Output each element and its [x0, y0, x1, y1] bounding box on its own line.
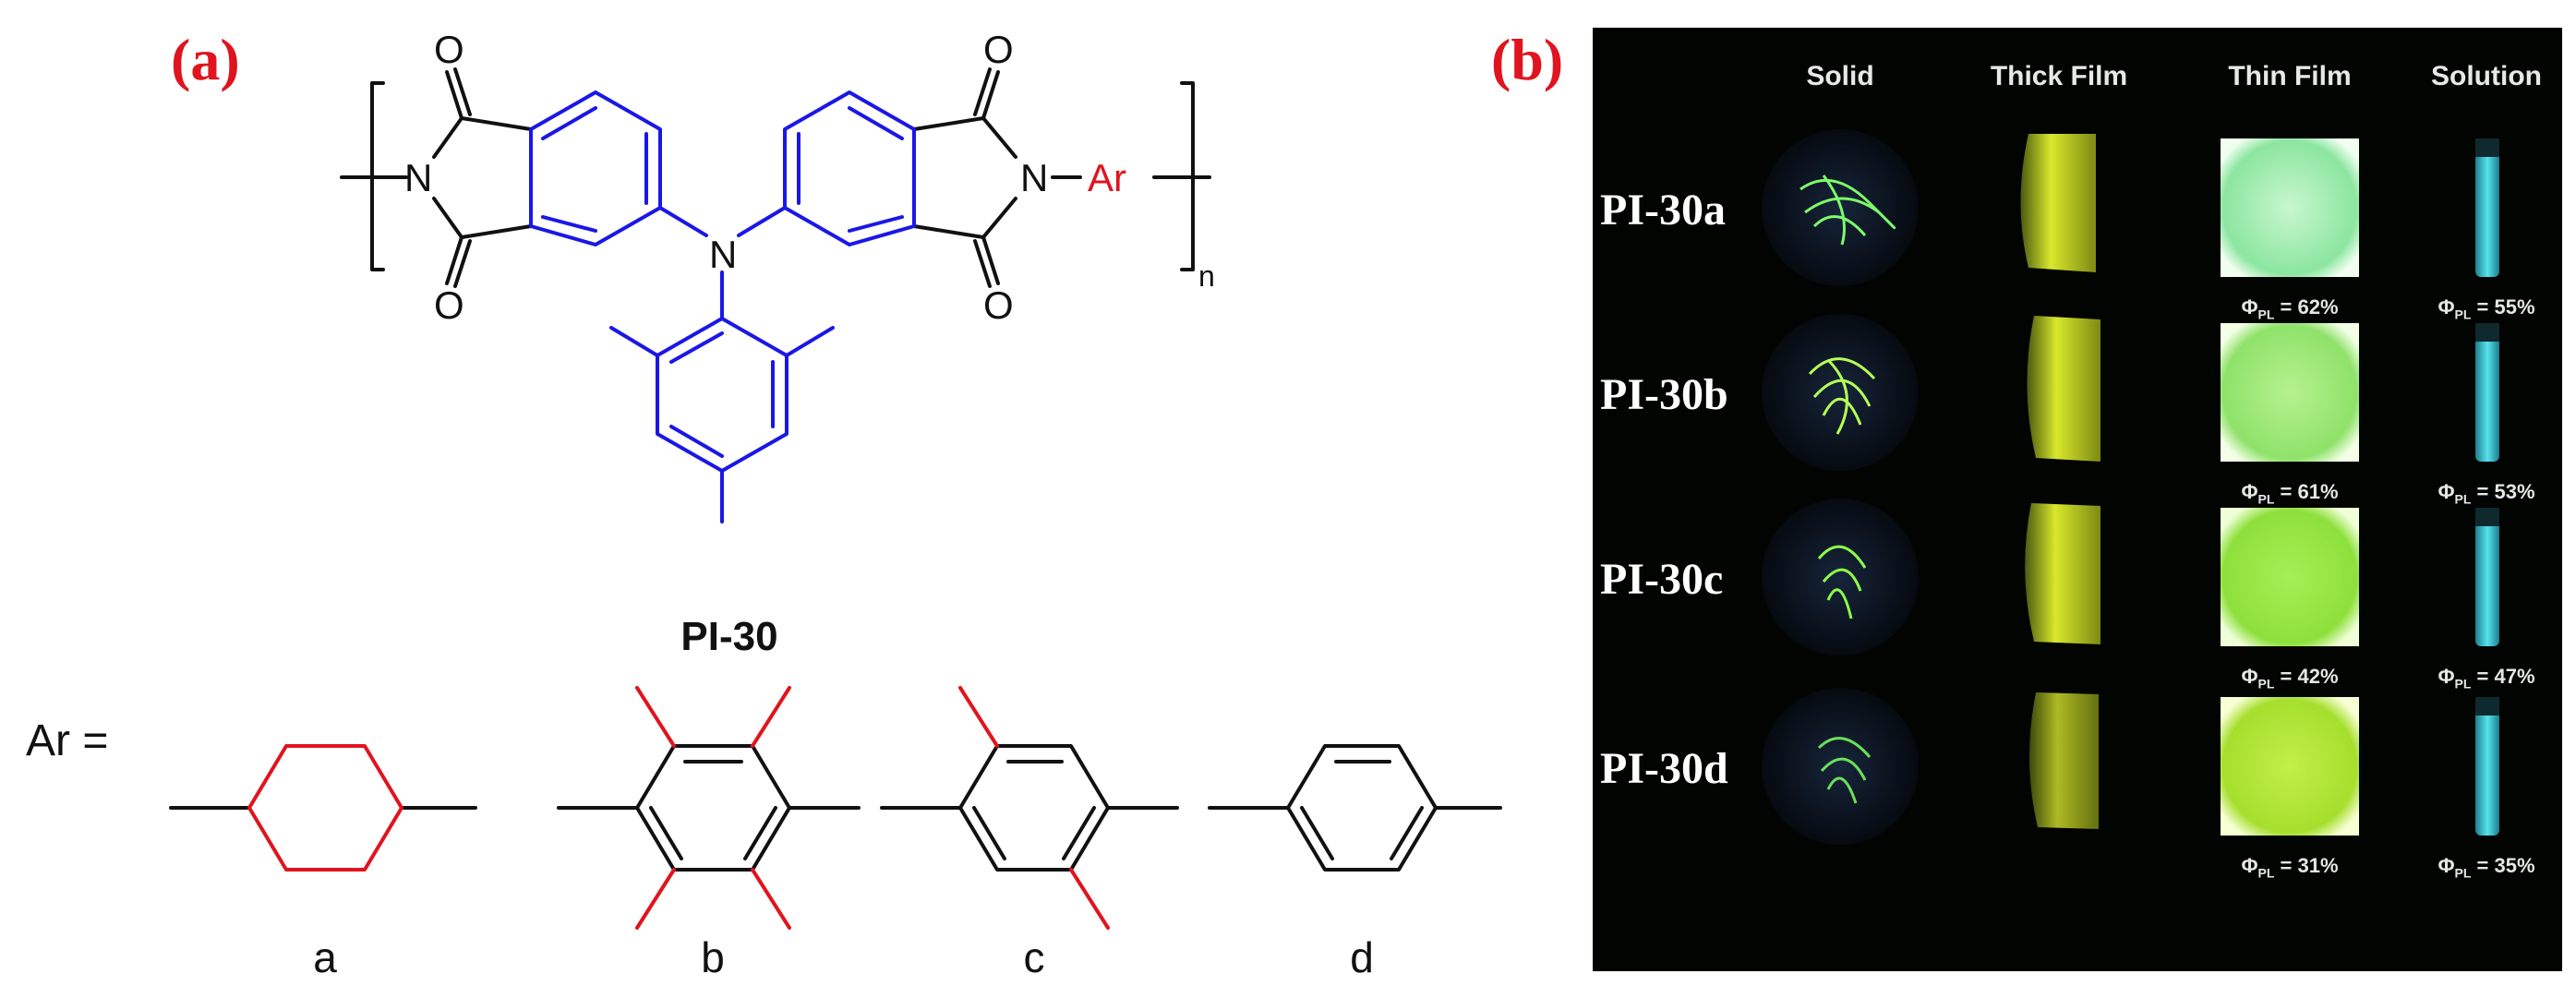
- row-c-images: [1762, 499, 2499, 655]
- substituent-b-label: b: [701, 933, 725, 981]
- thin-film-qy-c: ΦPL = 42%: [2241, 665, 2339, 691]
- atom-o-br: O: [983, 283, 1014, 327]
- thin-film-qy-d: ΦPL = 31%: [2241, 854, 2339, 881]
- solution-qy-b: ΦPL = 53%: [2438, 480, 2535, 507]
- col-head-thick-film: Thick Film: [1990, 61, 2128, 91]
- atom-n-left: N: [404, 156, 432, 199]
- col-head-solution: Solution: [2431, 61, 2542, 91]
- fluorescence-photo: Solid Thick Film Thin Film Solution: [1593, 28, 2562, 971]
- col-head-thin-film: Thin Film: [2228, 61, 2352, 91]
- pi30-structure: N O O N O O N Ar n: [169, 28, 1502, 930]
- row-label-pi30d: PI-30d: [1600, 744, 1728, 793]
- row-a-images: [1762, 129, 2499, 286]
- atom-o-tl: O: [434, 28, 464, 71]
- atom-o-tr: O: [983, 28, 1014, 71]
- atom-n-right: N: [1020, 156, 1048, 199]
- row-label-pi30c: PI-30c: [1600, 555, 1724, 604]
- solution-qy-a: ΦPL = 55%: [2438, 295, 2535, 322]
- atom-ar: Ar: [1088, 156, 1126, 199]
- solution-qy-d: ΦPL = 35%: [2438, 854, 2535, 881]
- panel-b-label: (b): [1491, 27, 1564, 92]
- atom-n-center: N: [709, 233, 737, 276]
- row-label-pi30b: PI-30b: [1600, 370, 1728, 419]
- solution-qy-c: ΦPL = 47%: [2438, 665, 2535, 691]
- panel-a: (a): [26, 27, 1502, 981]
- atom-o-bl: O: [434, 283, 464, 327]
- substituent-c-label: c: [1023, 933, 1045, 981]
- row-b-images: [1762, 314, 2499, 471]
- thin-film-qy-b: ΦPL = 61%: [2241, 480, 2339, 507]
- substituent-a-label: a: [313, 933, 337, 981]
- sample-images: [1762, 129, 2499, 845]
- ar-equals-label: Ar =: [26, 716, 109, 765]
- col-head-solid: Solid: [1806, 61, 1874, 91]
- row-label-pi30a: PI-30a: [1600, 186, 1726, 234]
- row-d-images: [1762, 688, 2499, 845]
- subscript-n: n: [1198, 259, 1215, 293]
- substituent-d-label: d: [1350, 933, 1374, 981]
- panel-a-label: (a): [171, 27, 240, 92]
- thin-film-qy-a: ΦPL = 62%: [2241, 295, 2339, 322]
- polymer-name: PI-30: [680, 614, 778, 659]
